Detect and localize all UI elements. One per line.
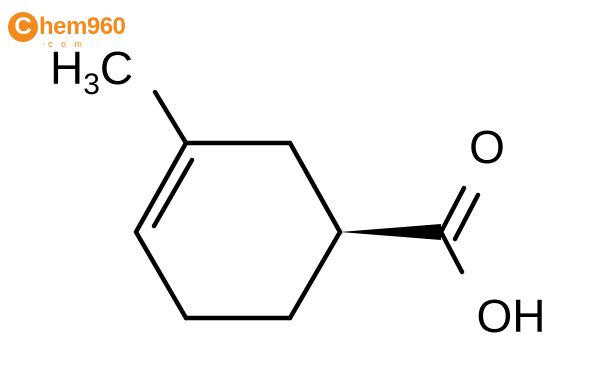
bond-carbonyl-inner: [452, 192, 481, 242]
carbonyl-oxygen-label: O: [469, 121, 505, 173]
bond-c2-c1: [287, 140, 343, 235]
bond-methyl: [152, 89, 189, 146]
bond-c5-c4: [133, 229, 189, 321]
wedge-bond: [340, 224, 441, 240]
bond-c-oh: [438, 229, 465, 275]
watermark-logo: C hem960 ·c o m: [8, 12, 126, 49]
bond-c1-c6: [287, 229, 343, 321]
bond-c4-c3: [133, 140, 189, 235]
hydroxyl-label: OH: [477, 290, 546, 342]
bond-c4-c3-inner: [151, 157, 195, 229]
logo-subtext: ·c o m: [42, 39, 86, 49]
skeletal-bonds: [133, 89, 481, 321]
logo-text: hem960: [39, 13, 126, 40]
logo-c-badge: C: [8, 12, 38, 42]
bond-carbonyl-outer: [438, 185, 467, 235]
methyl-label: H3C: [50, 42, 133, 101]
